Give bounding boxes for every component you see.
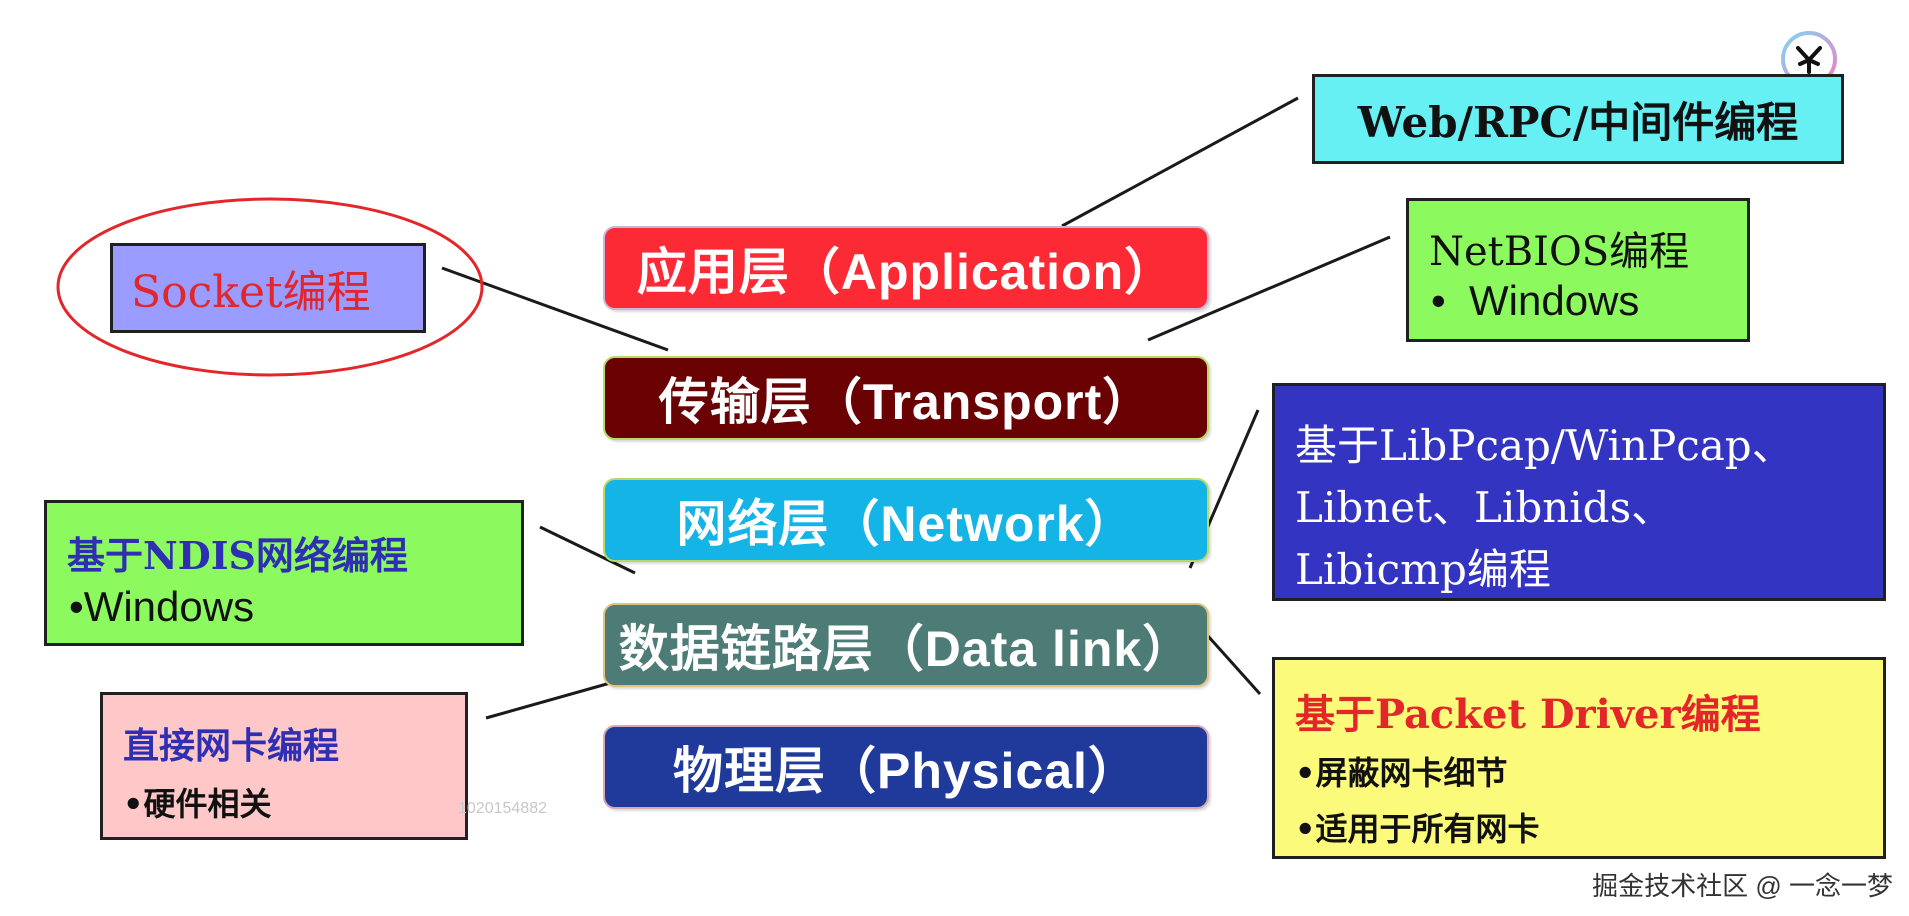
socket-highlight-ellipse bbox=[56, 197, 484, 377]
socket-box: Socket编程 bbox=[110, 243, 426, 333]
web-rpc-label: Web/RPC/中间件编程 bbox=[1357, 97, 1799, 147]
layer-transport: 传输层（Transport） bbox=[603, 356, 1209, 440]
connector-web bbox=[1061, 96, 1299, 228]
connector-socket bbox=[441, 266, 669, 352]
packet-driver-bullet-1: •屏蔽网卡细节 bbox=[1295, 754, 1508, 792]
connector-ndis bbox=[539, 525, 636, 575]
ndis-bullet: •Windows bbox=[69, 583, 255, 630]
watermark-id: 1020154882 bbox=[458, 800, 547, 817]
connector-nic bbox=[485, 676, 629, 720]
layer-datalink: 数据链路层（Data link） bbox=[603, 603, 1209, 687]
libpcap-line3: Libicmp编程 bbox=[1295, 545, 1551, 594]
nic-box: 直接网卡编程 •硬件相关 bbox=[100, 692, 468, 840]
ndis-title: 基于NDIS网络编程 bbox=[67, 533, 408, 578]
libpcap-line2: Libnet、Libnids、 bbox=[1295, 483, 1674, 532]
packet-driver-box: 基于Packet Driver编程 •屏蔽网卡细节 •适用于所有网卡 bbox=[1272, 657, 1886, 859]
netbios-bullet: • Windows bbox=[1431, 277, 1640, 324]
socket-label: Socket编程 bbox=[131, 267, 371, 318]
netbios-title: NetBIOS编程 bbox=[1429, 229, 1690, 275]
web-rpc-box: Web/RPC/中间件编程 bbox=[1312, 74, 1844, 164]
libpcap-box: 基于LibPcap/WinPcap、 Libnet、Libnids、 Libic… bbox=[1272, 383, 1886, 601]
layer-physical: 物理层（Physical） bbox=[603, 725, 1209, 809]
libpcap-line1: 基于LibPcap/WinPcap、 bbox=[1295, 421, 1794, 470]
footer-credit: 掘金技术社区 @ 一念一梦 bbox=[1592, 871, 1893, 901]
layer-network: 网络层（Network） bbox=[603, 478, 1209, 562]
connector-netbios bbox=[1147, 235, 1391, 342]
nic-bullet: •硬件相关 bbox=[123, 785, 272, 823]
packet-driver-title: 基于Packet Driver编程 bbox=[1295, 691, 1761, 738]
netbios-box: NetBIOS编程 • Windows bbox=[1406, 198, 1750, 342]
packet-driver-bullet-2: •适用于所有网卡 bbox=[1295, 810, 1540, 848]
ndis-box: 基于NDIS网络编程 •Windows bbox=[44, 500, 524, 646]
nic-title: 直接网卡编程 bbox=[123, 725, 340, 767]
layer-application: 应用层（Application） bbox=[603, 226, 1209, 310]
